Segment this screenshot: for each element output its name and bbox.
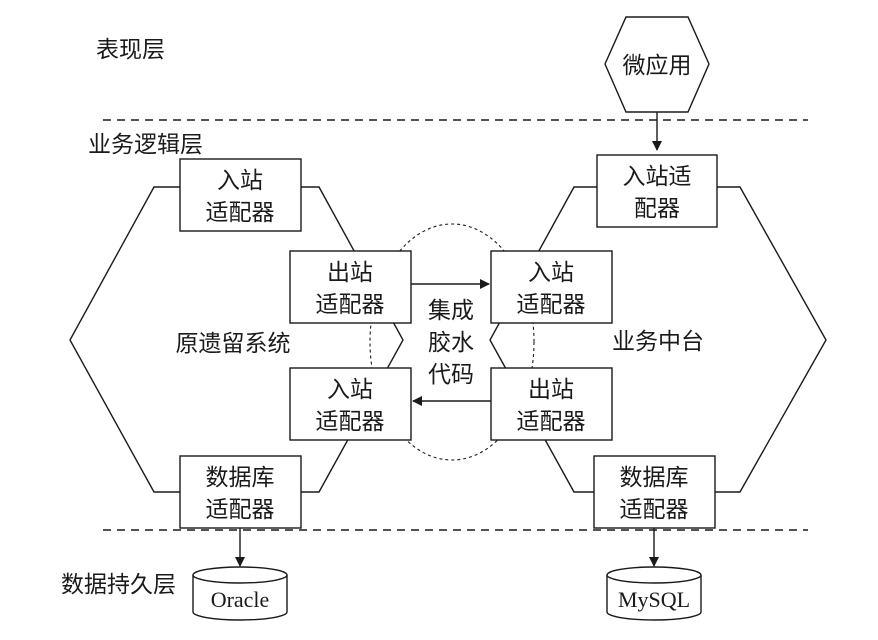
oracle-label: Oracle bbox=[211, 587, 270, 612]
platform-inbound-top-line2: 配器 bbox=[634, 196, 680, 222]
legacy-inbound-bottom-line2: 适配器 bbox=[316, 409, 385, 435]
platform-db-adapter bbox=[593, 455, 716, 529]
glue-code-line2: 胶水 bbox=[428, 330, 474, 356]
legacy-outbound-line1: 出站 bbox=[327, 260, 373, 286]
middle-platform-hexagon bbox=[489, 186, 827, 493]
legacy-inbound-adapter-bottom bbox=[289, 367, 412, 441]
legacy-outbound-line2: 适配器 bbox=[316, 292, 385, 318]
legacy-system-label: 原遗留系统 bbox=[176, 331, 291, 357]
legacy-db-adapter-line2: 适配器 bbox=[206, 497, 275, 523]
platform-inbound-line1: 入站 bbox=[528, 260, 574, 286]
oracle-database-icon bbox=[192, 566, 288, 621]
platform-db-adapter-line2: 适配器 bbox=[620, 497, 689, 523]
glue-code-ellipse bbox=[369, 223, 535, 461]
platform-inbound-top-line1: 入站适 bbox=[623, 164, 692, 190]
glue-code-line1: 集成 bbox=[428, 298, 474, 324]
platform-outbound-line1: 出站 bbox=[528, 377, 574, 403]
micro-app-label: 微应用 bbox=[623, 53, 692, 79]
legacy-inbound-top-line2: 适配器 bbox=[206, 200, 275, 226]
presentation-layer-label: 表现层 bbox=[96, 37, 165, 63]
glue-code-line3: 代码 bbox=[428, 362, 474, 388]
legacy-system-hexagon bbox=[69, 186, 404, 493]
business-logic-layer-label: 业务逻辑层 bbox=[88, 132, 203, 158]
legacy-inbound-adapter-top bbox=[179, 158, 302, 232]
legacy-db-adapter bbox=[179, 455, 302, 529]
mysql-database-icon bbox=[606, 566, 702, 621]
micro-app-hexagon bbox=[604, 16, 710, 113]
legacy-outbound-adapter bbox=[289, 250, 412, 324]
legacy-db-adapter-line1: 数据库 bbox=[206, 465, 275, 491]
middle-platform-label: 业务中台 bbox=[612, 329, 704, 355]
platform-inbound-adapter-top bbox=[596, 154, 718, 228]
mysql-label: MySQL bbox=[618, 587, 690, 612]
legacy-inbound-top-line1: 入站 bbox=[217, 168, 263, 194]
platform-inbound-line2: 适配器 bbox=[517, 292, 586, 318]
platform-db-adapter-line1: 数据库 bbox=[620, 465, 689, 491]
persistence-layer-label: 数据持久层 bbox=[61, 572, 176, 598]
platform-inbound-adapter bbox=[490, 250, 613, 324]
legacy-inbound-bottom-line1: 入站 bbox=[327, 377, 373, 403]
platform-outbound-adapter bbox=[490, 367, 613, 441]
platform-outbound-line2: 适配器 bbox=[517, 409, 586, 435]
